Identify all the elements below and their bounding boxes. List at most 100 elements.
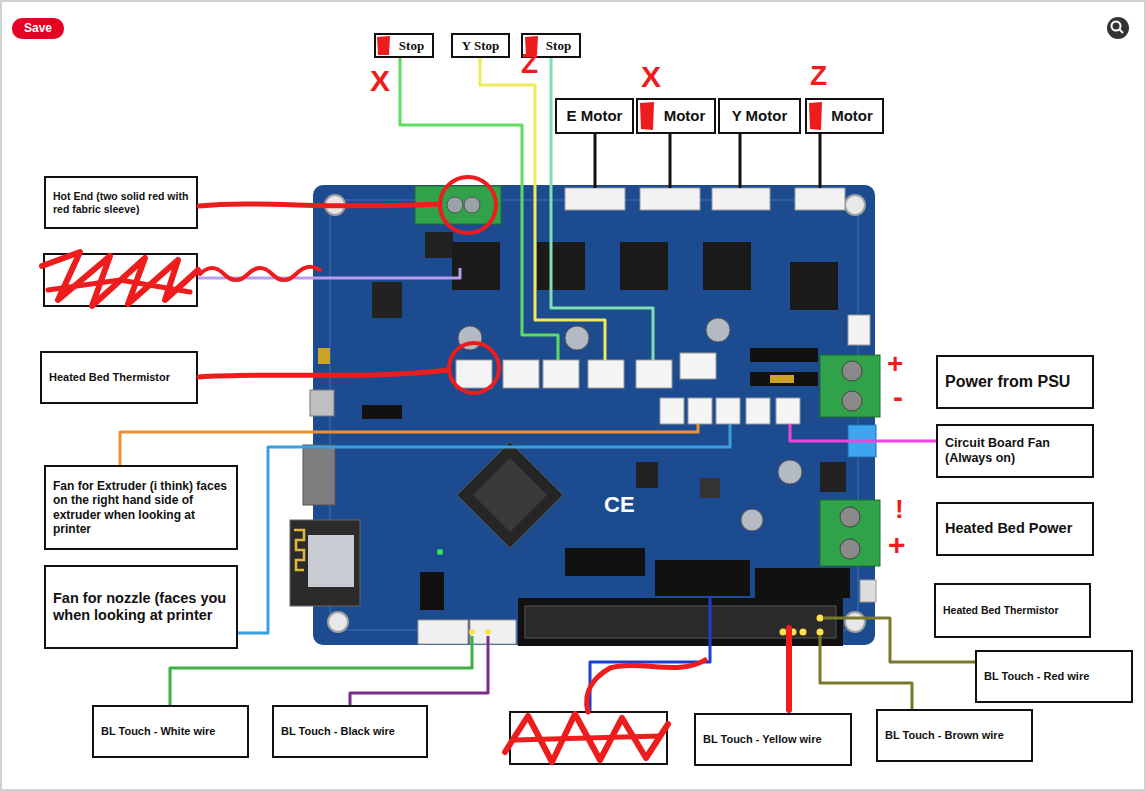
motor-connector xyxy=(640,188,700,210)
motor-connector xyxy=(565,188,625,210)
motor-box: Y Motor xyxy=(718,98,801,134)
label-box: BL Touch - Red wire xyxy=(975,650,1133,703)
pin-dot xyxy=(780,629,787,636)
leader-line xyxy=(790,424,936,441)
label-box: Fan for nozzle (faces you when looking a… xyxy=(44,565,238,649)
polarity-mark: ! xyxy=(895,496,904,522)
motor-box: Motor xyxy=(805,98,884,134)
sensor-connector xyxy=(503,360,539,388)
endstop-connector xyxy=(636,360,672,388)
processor xyxy=(457,442,563,548)
bltouch-connector xyxy=(418,620,468,644)
annotation-blot xyxy=(377,36,390,55)
zoom-handle xyxy=(1119,29,1123,33)
capacitor xyxy=(706,318,730,342)
terminal-screw xyxy=(464,197,480,213)
sensor-connector xyxy=(456,360,492,388)
label-box: Circuit Board Fan (Always on) xyxy=(936,424,1094,478)
connector xyxy=(680,353,716,379)
box-label: Y Motor xyxy=(723,107,796,125)
box-label: Motor xyxy=(825,107,879,125)
usb-port xyxy=(310,390,334,416)
motor-connector xyxy=(795,188,845,210)
box-label: Stop xyxy=(541,38,576,54)
fuse xyxy=(750,348,818,362)
board-trace xyxy=(330,200,858,630)
led xyxy=(437,549,443,555)
ribbon-header xyxy=(755,568,850,598)
fan-connector xyxy=(688,398,712,424)
box-label: Motor xyxy=(658,107,711,125)
annotation-circle xyxy=(440,177,496,233)
box-label: BL Touch - Red wire xyxy=(984,670,1127,683)
driver-chip xyxy=(537,242,585,290)
terminal-block xyxy=(415,186,501,224)
box-label: Y Stop xyxy=(456,38,505,54)
annotation-scribble xyxy=(587,660,705,712)
mounting-hole xyxy=(845,612,865,632)
annotation-scribble xyxy=(42,252,198,306)
box-label: BL Touch - Yellow wire xyxy=(703,733,846,746)
annotation-circle xyxy=(449,343,499,393)
label-box: BL Touch - Brown wire xyxy=(876,709,1033,762)
capacitor xyxy=(458,326,482,350)
mounting-hole xyxy=(328,612,348,632)
annotation-scribble xyxy=(515,736,660,740)
box-label: Fan for nozzle (faces you when looking a… xyxy=(53,590,231,625)
fuse-element xyxy=(770,375,794,383)
box-label: BL Touch - Black wire xyxy=(281,725,422,738)
polarity-mark: - xyxy=(893,382,903,412)
box-label: Hot End (two solid red with red fabric s… xyxy=(53,190,191,215)
pin-dot xyxy=(817,615,824,622)
fan-connector xyxy=(746,398,770,424)
sd-slot xyxy=(303,445,335,505)
leader-line xyxy=(669,134,672,188)
terminal-block xyxy=(820,355,880,417)
save-button: Save xyxy=(12,18,64,39)
regulator xyxy=(636,462,658,488)
polarity-mark: + xyxy=(887,350,903,378)
driver-chip xyxy=(790,262,838,310)
pin-dot xyxy=(469,629,475,635)
connector xyxy=(848,315,870,345)
leader-line xyxy=(238,424,730,633)
leader-line xyxy=(819,134,822,188)
wifi-module xyxy=(290,520,360,606)
thermistor-connector xyxy=(860,580,876,602)
mosfet xyxy=(425,232,453,258)
motor-box: E Motor xyxy=(555,98,634,134)
handwritten-letter: Z xyxy=(521,50,538,78)
box-label: BL Touch - White wire xyxy=(101,725,243,738)
capacitor xyxy=(565,326,589,350)
pin-dot xyxy=(485,629,491,635)
fuse xyxy=(750,372,818,386)
board-marking: CE xyxy=(604,494,635,516)
endstop-connector xyxy=(588,360,624,388)
box-label: Power from PSU xyxy=(945,372,1088,391)
annotation-scribble xyxy=(505,714,668,762)
pin-dot xyxy=(817,629,824,636)
box-label: E Motor xyxy=(560,107,629,125)
leader-line xyxy=(198,268,460,278)
terminal-block xyxy=(820,500,880,566)
leader-line xyxy=(820,636,912,709)
mounting-hole xyxy=(325,195,345,215)
regulator xyxy=(372,282,402,318)
ribbon-header xyxy=(518,598,843,646)
handwritten-letter: Z xyxy=(810,62,827,90)
regulator xyxy=(820,462,846,492)
box-label: Circuit Board Fan (Always on) xyxy=(945,436,1088,466)
fan-connector xyxy=(660,398,684,424)
leader-line xyxy=(350,636,488,705)
fan-connector xyxy=(716,398,740,424)
box-label: Heated Bed Thermistor xyxy=(943,604,1085,617)
terminal-screw xyxy=(842,361,862,381)
box-label: Heated Bed Power xyxy=(945,520,1088,537)
bltouch-connector xyxy=(470,620,516,644)
scribbled-box xyxy=(44,254,197,306)
pin-header xyxy=(420,572,444,610)
annotation-stroke xyxy=(199,204,440,206)
